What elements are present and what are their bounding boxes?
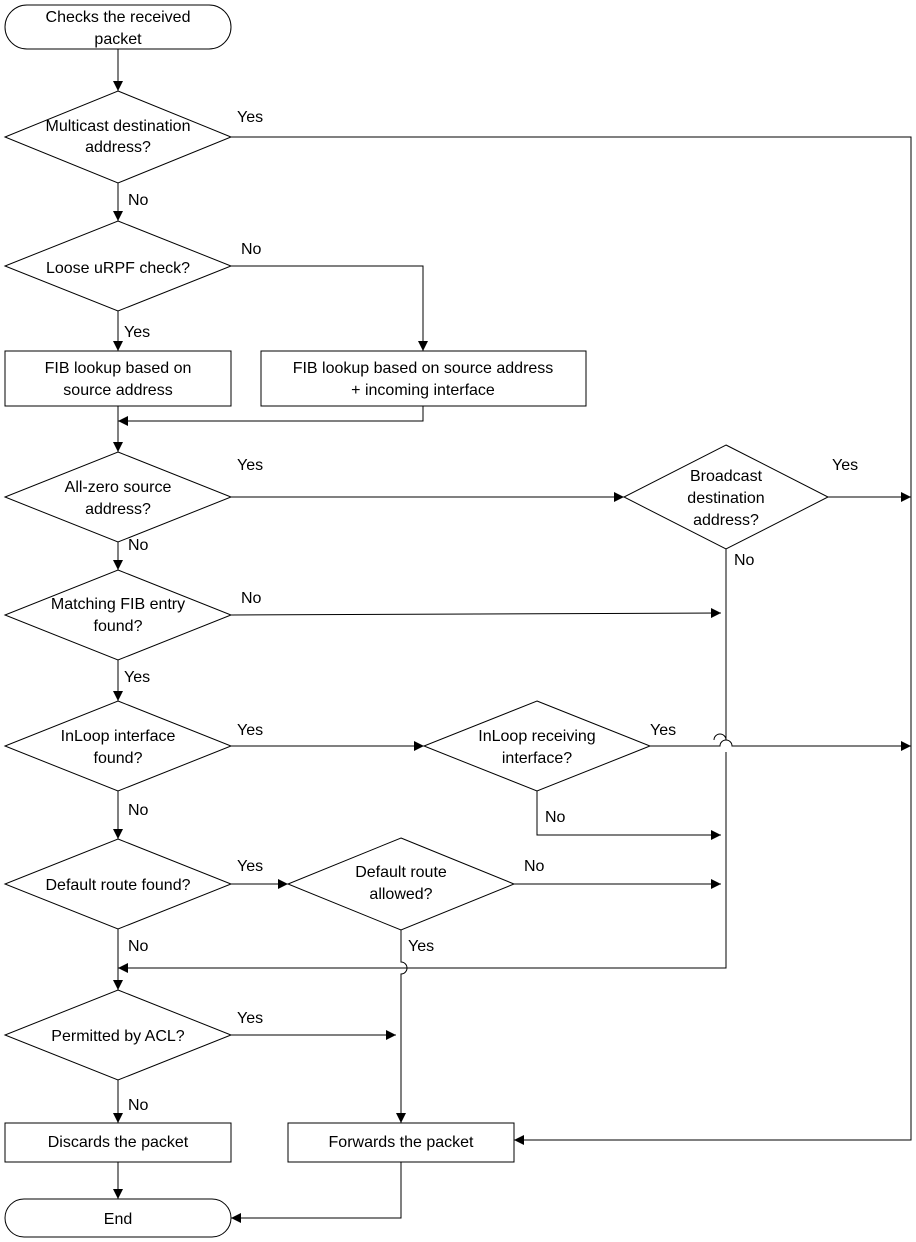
process-fib-source-interface: FIB lookup based on source address + inc… — [260, 350, 587, 407]
process-fib-source-line-1: FIB lookup based on — [45, 360, 192, 377]
decision-inloop-receiving-line-2: interface? — [502, 750, 572, 767]
node-end-label: End — [104, 1211, 132, 1228]
process-forward-label: Forwards the packet — [329, 1134, 475, 1151]
decision-default-route-allowed-line-2: allowed? — [369, 886, 432, 903]
label-inloop-recv-no: No — [545, 809, 566, 826]
label-matching-no: No — [241, 590, 262, 607]
node-start-line-1: Checks the received — [46, 9, 191, 26]
label-inloop-recv-yes: Yes — [650, 722, 676, 739]
label-multicast-yes: Yes — [237, 109, 263, 126]
decision-broadcast-destination-line-2: destination — [687, 490, 764, 507]
node-end: End — [4, 1198, 232, 1238]
edge-inloop-recv-yes — [650, 739, 911, 751]
process-fib-source-interface-line-1: FIB lookup based on source address — [293, 360, 554, 377]
edge-default-allowed-yes — [396, 930, 408, 1123]
node-start: Checks the received packet — [4, 4, 232, 50]
process-discard-label: Discards the packet — [48, 1134, 189, 1151]
decision-inloop-interface: InLoop interface found? — [3, 700, 233, 792]
node-start-line-2: packet — [94, 31, 142, 48]
label-broadcast-no: No — [734, 552, 755, 569]
process-fib-source: FIB lookup based on source address — [4, 350, 232, 407]
decision-broadcast-destination-line-3: address? — [693, 512, 759, 529]
label-default-found-no: No — [128, 938, 149, 955]
label-acl-no: No — [128, 1097, 149, 1114]
label-matching-yes: Yes — [124, 669, 150, 686]
decision-default-route-found-line-1: Default route found? — [46, 877, 191, 894]
decision-broadcast-destination: Broadcast destination address? — [622, 444, 830, 550]
process-fib-source-line-2: source address — [63, 382, 172, 399]
edge-matching-no — [230, 608, 722, 619]
decision-loose-urpf-line-1: Loose uRPF check? — [46, 260, 190, 277]
decision-loose-urpf: Loose uRPF check? — [3, 220, 233, 312]
edge-loose-no — [231, 265, 428, 351]
label-default-allowed-yes: Yes — [408, 938, 434, 955]
decision-broadcast-destination-line-1: Broadcast — [690, 468, 763, 485]
label-allzero-no: No — [128, 537, 149, 554]
label-allzero-yes: Yes — [237, 457, 263, 474]
label-default-allowed-no: No — [524, 858, 545, 875]
decision-inloop-receiving-line-1: InLoop receiving — [478, 728, 595, 745]
process-discard: Discards the packet — [4, 1122, 232, 1163]
label-default-found-yes: Yes — [237, 858, 263, 875]
edge-forward-to-end — [231, 1162, 402, 1223]
decision-multicast: Multicast destination address? — [3, 90, 233, 184]
decision-inloop-interface-line-2: found? — [94, 750, 143, 767]
decision-inloop-receiving-interface: InLoop receiving interface? — [422, 700, 652, 792]
decision-default-route-allowed: Default route allowed? — [286, 837, 516, 931]
decision-all-zero-source-line-1: All-zero source — [65, 479, 172, 496]
decision-permitted-by-acl: Permitted by ACL? — [3, 989, 233, 1081]
decision-default-route-allowed-line-1: Default route — [355, 864, 447, 881]
decision-matching-fib-entry-line-2: found? — [94, 618, 143, 635]
label-loose-yes: Yes — [124, 324, 150, 341]
decision-inloop-interface-line-1: InLoop interface — [61, 728, 176, 745]
decision-all-zero-source: All-zero source address? — [3, 451, 233, 543]
edge-fib-interface-merge — [118, 406, 424, 426]
label-inloop-if-yes: Yes — [237, 722, 263, 739]
process-forward: Forwards the packet — [287, 1122, 515, 1163]
label-broadcast-yes: Yes — [832, 457, 858, 474]
decision-permitted-by-acl-line-1: Permitted by ACL? — [51, 1028, 185, 1045]
decision-matching-fib-entry-line-1: Matching FIB entry — [51, 596, 185, 613]
decision-matching-fib-entry: Matching FIB entry found? — [3, 569, 233, 661]
edge-inloop-recv-no — [536, 791, 721, 840]
edge-multicast-yes — [231, 136, 912, 1145]
decision-multicast-line-2: address? — [85, 139, 151, 156]
decision-all-zero-source-line-2: address? — [85, 501, 151, 518]
process-fib-source-interface-line-2: + incoming interface — [351, 382, 495, 399]
label-inloop-if-no: No — [128, 802, 149, 819]
decision-multicast-line-1: Multicast destination — [46, 118, 191, 135]
label-loose-no: No — [241, 241, 262, 258]
label-multicast-no: No — [128, 192, 149, 209]
label-acl-yes: Yes — [237, 1010, 263, 1027]
decision-default-route-found: Default route found? — [3, 838, 233, 930]
